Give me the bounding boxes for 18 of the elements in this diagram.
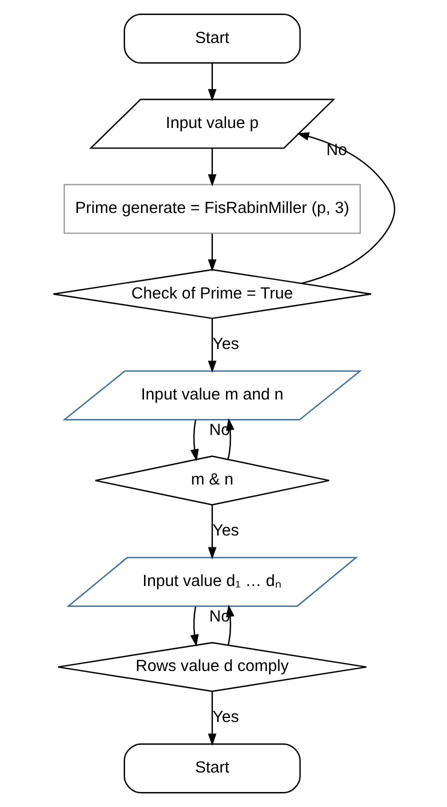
arrow	[207, 234, 216, 272]
arrow	[207, 692, 216, 746]
node-box: Start	[123, 14, 300, 64]
edge-label: Yes	[212, 708, 238, 726]
arrow	[190, 420, 198, 462]
arrow	[207, 63, 216, 102]
edge-label: Yes	[212, 521, 238, 540]
node-box: Prime generate = FisRabinMiller (p, 3)	[63, 184, 360, 234]
node-diamond: Check of Prime = True	[52, 269, 372, 320]
arrow	[190, 606, 198, 647]
node-diamond: Rows value d comply	[56, 642, 367, 692]
arrow	[207, 505, 216, 560]
arrow	[296, 132, 395, 284]
node-box: Start	[123, 743, 300, 794]
arrow	[207, 148, 216, 186]
node-diamond: m & n	[94, 456, 330, 506]
arrow	[207, 318, 216, 373]
edge-label: Yes	[212, 334, 238, 353]
